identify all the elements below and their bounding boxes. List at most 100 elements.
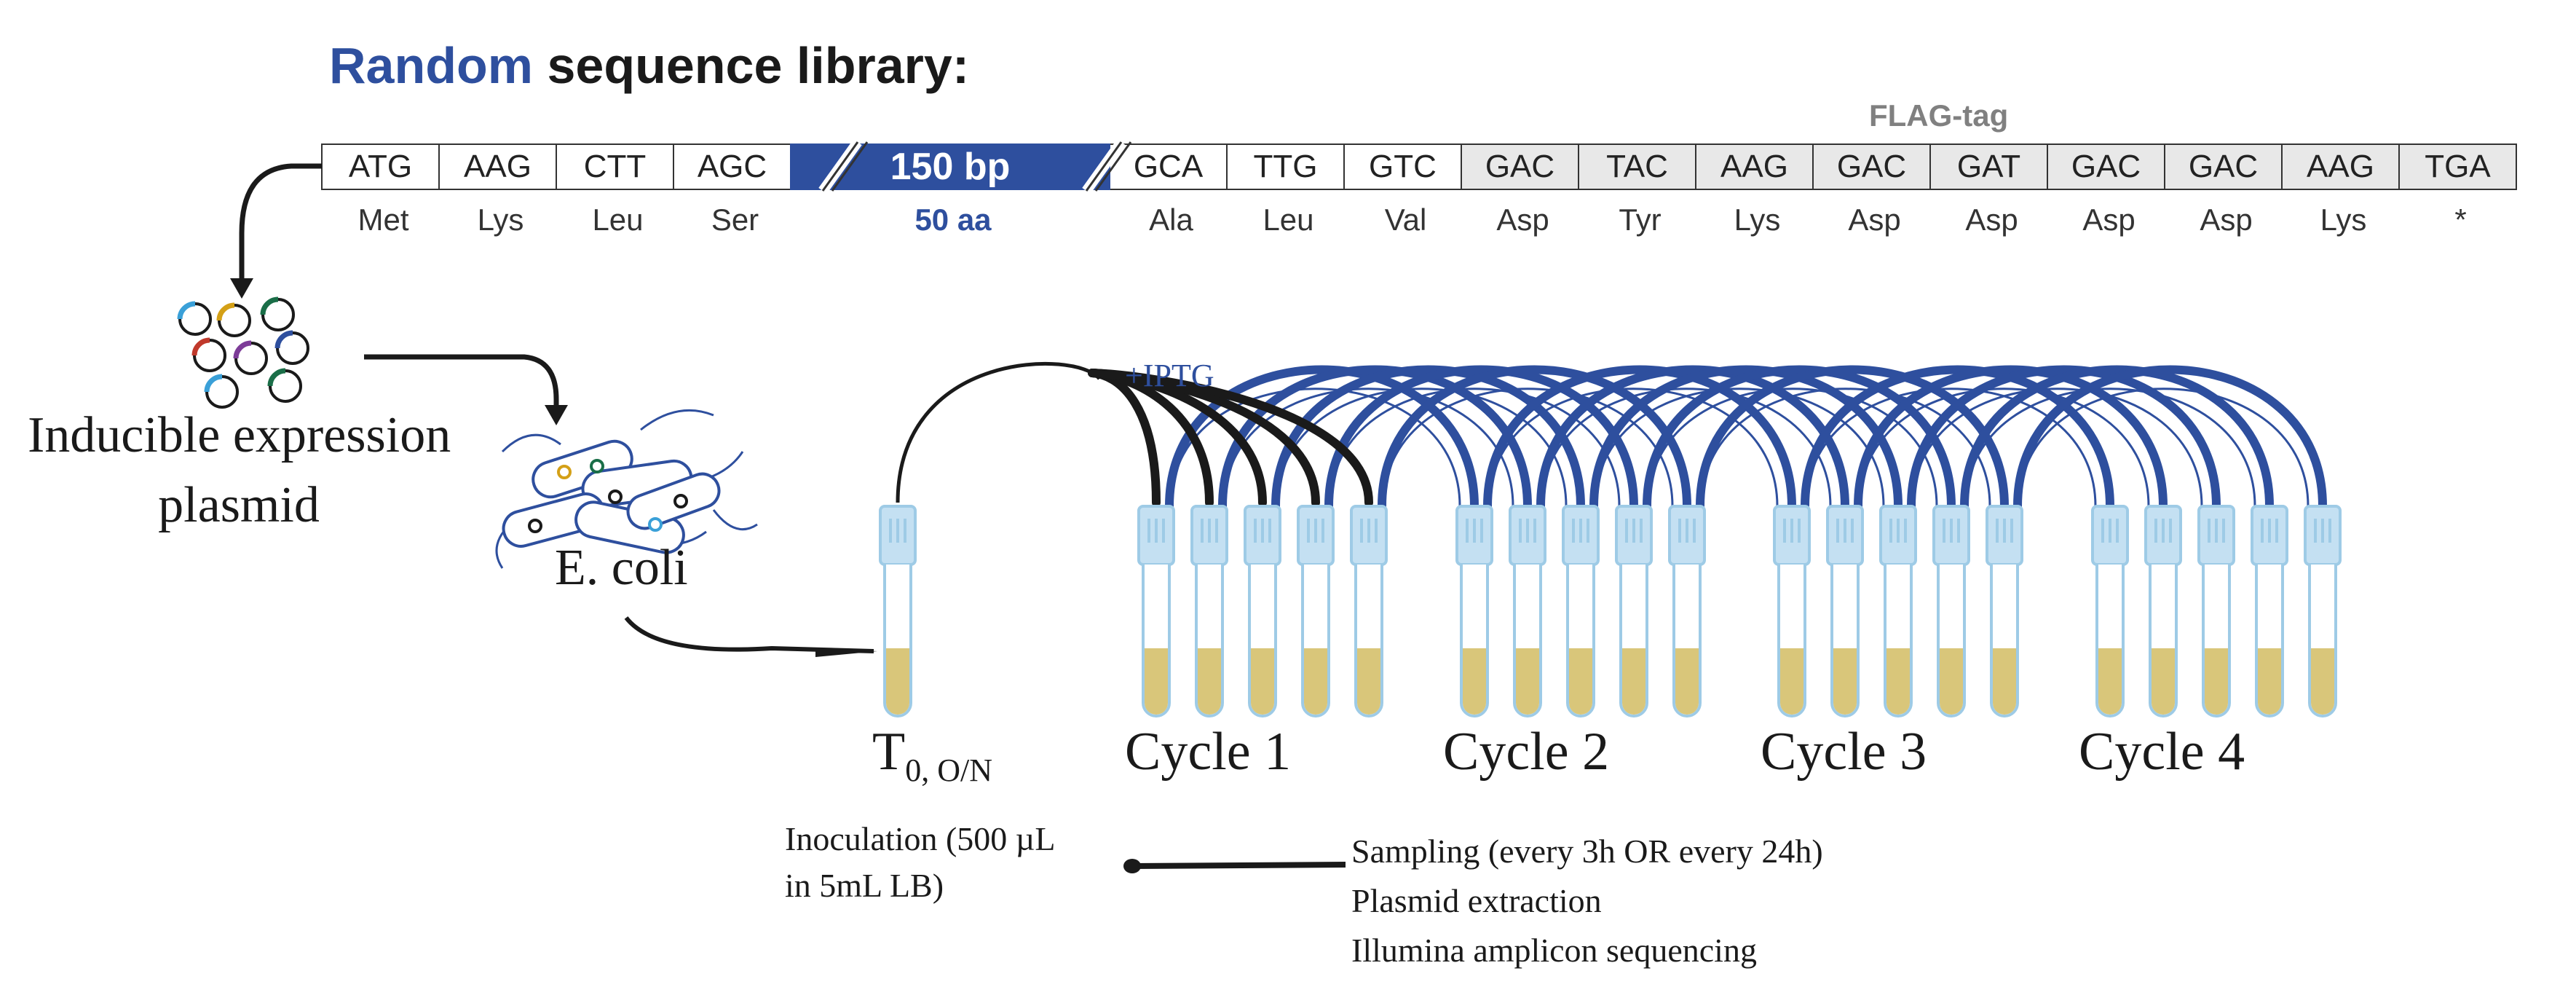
inoculation-line1: Inoculation (500 µL: [785, 820, 1056, 857]
t0-sub: 0, O/N: [905, 752, 992, 788]
transfer-arc-icon: [1378, 365, 1691, 511]
culture-tube-icon: [1350, 505, 1388, 717]
transfer-arc-icon: [1696, 365, 2009, 511]
culture-tube-icon: [1190, 505, 1228, 717]
flag-codon-box: GAC: [1461, 143, 1579, 190]
culture-tube-icon: [1615, 505, 1653, 717]
sampling-step: Sampling (every 3h OR every 24h): [1351, 833, 1823, 870]
plasmid-ring-icon: [177, 296, 309, 409]
transfer-arc-icon: [896, 361, 1101, 503]
plasmid-ring: [177, 301, 212, 336]
transfer-arc-icon: [1271, 365, 1585, 511]
plasmid-ring: [216, 302, 251, 337]
plasmid-ring: [233, 340, 268, 375]
plasmid-label-line1: Inducible expression: [28, 407, 451, 463]
flag-codon-box: GAC: [2164, 143, 2283, 190]
plasmid-ring: [204, 374, 239, 409]
transfer-arc-icon: [1536, 365, 1849, 511]
culture-tube-icon: [879, 505, 917, 717]
title-highlight: Random: [329, 37, 533, 94]
culture-tube-icon: [1562, 505, 1600, 717]
transfer-arc-icon: [1483, 365, 1796, 511]
flag-tag-label: FLAG-tag: [1869, 98, 2009, 133]
culture-tube-icon: [1826, 505, 1864, 717]
culture-tube-icon: [1773, 505, 1811, 717]
transfer-arc-icon: [1805, 388, 2097, 508]
culture-tube-icon: [1668, 505, 1706, 717]
transfer-arc-icon: [1088, 369, 1373, 507]
insert-bp-label: 150 bp: [890, 146, 1011, 188]
flag-codon-box: TAC: [1578, 143, 1696, 190]
down-arrow-icon: [230, 163, 322, 299]
transfer-arc-icon: [2018, 388, 2310, 508]
culture-tube-icon: [1244, 505, 1281, 717]
culture-tube-icon: [1455, 505, 1493, 717]
amino-acid-label: Lys: [2320, 202, 2367, 237]
amino-acid-label: Asp: [2200, 202, 2253, 237]
inoculation-note: Inoculation (500 µL in 5mL LB): [785, 816, 1055, 909]
culture-tube-icon: [1879, 505, 1917, 717]
flag-codon-box: GAC: [1812, 143, 1931, 190]
flag-codon-box: GAT: [1929, 143, 2048, 190]
codon-box: AGC: [673, 143, 791, 190]
t0-main: T: [872, 722, 906, 782]
transfer-arc-icon: [1218, 365, 1532, 511]
sampling-steps: Sampling (every 3h OR every 24h) Plasmid…: [1351, 827, 1823, 975]
insert-break-slashes: [818, 138, 1132, 194]
cycle-label: Cycle 3: [1761, 722, 1927, 782]
title-rest: sequence library:: [547, 37, 970, 94]
culture-tube-icon: [2091, 505, 2129, 717]
amino-acid-label: Lys: [477, 202, 524, 237]
amino-acid-label: Asp: [2082, 202, 2136, 237]
amino-acid-label: Met: [357, 202, 409, 237]
transfer-arc-icon: [1324, 365, 1638, 511]
amino-acid-label: Asp: [1848, 202, 1901, 237]
transfer-arc-icon: [1858, 388, 2150, 508]
library-title: Random sequence library:: [329, 36, 969, 95]
transfer-arc-icon: [1911, 388, 2203, 508]
culture-tube-icon: [1509, 505, 1546, 717]
sampling-wedge-icon: [1132, 862, 1346, 869]
flag-codon-box: GAC: [2047, 143, 2165, 190]
transfer-arc-icon: [1854, 365, 2168, 511]
plasmid-ring: [191, 337, 226, 372]
amino-acid-label: Asp: [1965, 202, 2018, 237]
transfer-arc-icon: [1169, 388, 1461, 508]
inoculation-line2: in 5mL LB): [785, 867, 944, 904]
transfer-arc-icon: [1487, 388, 1779, 508]
insert-aa-label: 50 aa: [914, 202, 992, 237]
amino-acid-label: Val: [1384, 202, 1427, 237]
t0-label: T0, O/N: [872, 721, 992, 789]
transfer-arc-icon: [1801, 365, 2114, 511]
transfer-arc-icon: [1589, 365, 1903, 511]
ecoli-cell-icon: [495, 409, 758, 569]
transfer-arcs: [896, 361, 2327, 511]
plasmid-ring: [260, 296, 295, 331]
amino-acid-label: Leu: [1263, 202, 1314, 237]
amino-acid-label: *: [2454, 202, 2467, 237]
culture-tube-icon: [2197, 505, 2235, 717]
transfer-arc-icon: [815, 648, 877, 657]
plasmid-ring: [274, 330, 309, 365]
plasmid-label-line2: plasmid: [158, 477, 320, 533]
codon-row: ATG AAG CTT AGC 150 bp GCA TTG GTC GAC T…: [321, 143, 2517, 190]
sampling-step: Plasmid extraction: [1351, 882, 1602, 919]
sampling-wedge-icon: [1123, 859, 1141, 873]
amino-acid-label: Tyr: [1619, 202, 1662, 237]
culture-tube-icon: [2251, 505, 2288, 717]
transfer-arc-icon: [624, 616, 874, 653]
transfer-arc-icon: [1964, 388, 2256, 508]
culture-tube-icon: [1986, 505, 2023, 717]
flag-codon-box: TGA: [2398, 143, 2517, 190]
sampling-step: Illumina amplicon sequencing: [1351, 932, 1757, 969]
transfer-arc-icon: [1960, 365, 2274, 511]
culture-tube-icon: [1137, 505, 1175, 717]
plasmid-label: Inducible expression plasmid: [28, 401, 451, 540]
amino-acid-label: Ala: [1149, 202, 1193, 237]
iptg-label: +IPTG: [1125, 358, 1214, 393]
transfer-arc-icon: [1643, 365, 1956, 511]
culture-tube-icon: [2144, 505, 2182, 717]
flag-codon-box: AAG: [2281, 143, 2400, 190]
